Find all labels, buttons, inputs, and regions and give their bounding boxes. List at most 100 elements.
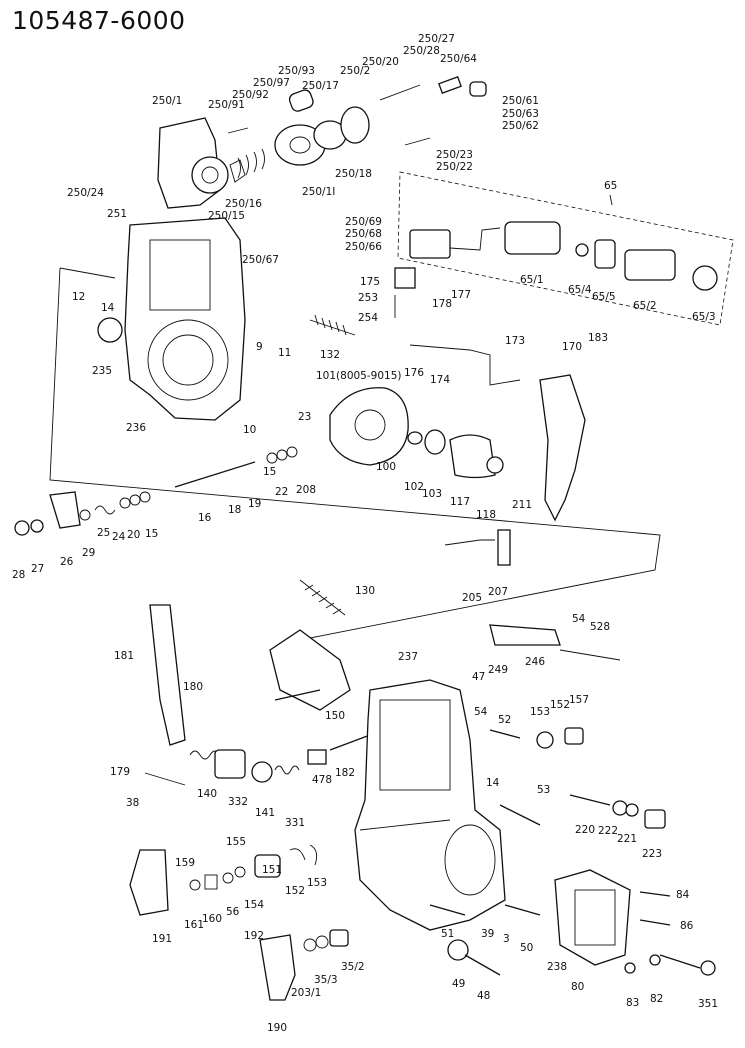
part-label-56: 56 <box>226 906 240 918</box>
part-label-26: 26 <box>60 556 74 568</box>
part-label-332: 332 <box>228 796 248 808</box>
part-label-10: 10 <box>243 424 256 436</box>
part-label-223: 223 <box>642 848 662 860</box>
cam-plate <box>329 387 409 466</box>
part-label-191: 191 <box>152 933 172 945</box>
part-label-182: 182 <box>335 767 355 779</box>
part-label-250-68: 250/68 <box>345 228 382 240</box>
part-label-236: 236 <box>126 422 146 434</box>
part-label-250-64: 250/64 <box>440 53 477 65</box>
part-label-170: 170 <box>562 341 582 353</box>
part-label-250-93: 250/93 <box>278 65 315 77</box>
part-label-250-91: 250/91 <box>208 99 245 111</box>
part-label-153a: 153 <box>530 706 550 718</box>
part-label-250-17: 250/17 <box>302 80 339 92</box>
part-label-250-67: 250/67 <box>242 254 279 266</box>
part-label-80: 80 <box>571 981 584 993</box>
part-label-250-1: 250/1 <box>152 95 182 107</box>
part-label-118: 118 <box>476 509 496 521</box>
part-label-190: 190 <box>267 1022 287 1034</box>
part-label-250-20: 250/20 <box>362 56 399 68</box>
part-label-175: 175 <box>360 276 380 288</box>
governor-housing <box>354 679 506 931</box>
part-label-351: 351 <box>698 998 718 1010</box>
part-label-250-18: 250/18 <box>335 168 372 180</box>
part-label-250-92: 250/92 <box>232 89 269 101</box>
part-label-211: 211 <box>512 499 532 511</box>
part-label-35-2: 35/2 <box>341 961 365 973</box>
part-label-250-27: 250/27 <box>418 33 455 45</box>
part-label-151: 151 <box>262 864 282 876</box>
part-label-250-11: 250/1I <box>302 186 335 198</box>
part-label-27: 27 <box>31 563 44 575</box>
part-label-54b: 54 <box>474 706 488 718</box>
part-label-20: 20 <box>127 529 140 541</box>
part-label-152b: 152 <box>285 885 305 897</box>
part-label-48: 48 <box>477 990 490 1002</box>
part-label-24: 24 <box>112 531 126 543</box>
part-label-222: 222 <box>598 825 618 837</box>
part-label-250-66: 250/66 <box>345 241 382 253</box>
part-label-250-2: 250/2 <box>340 65 370 77</box>
part-label-250-23: 250/23 <box>436 149 473 161</box>
part-label-221: 221 <box>617 833 637 845</box>
part-label-153b: 153 <box>307 877 327 889</box>
part-label-238: 238 <box>547 961 567 973</box>
part-label-11: 11 <box>278 347 291 359</box>
lower-assembly-art <box>129 579 716 1001</box>
part-label-65: 65 <box>604 180 617 192</box>
part-label-176: 176 <box>404 367 424 379</box>
part-label-192: 192 <box>244 930 264 942</box>
part-label-203-1: 203/1 <box>291 987 321 999</box>
part-label-254: 254 <box>358 312 378 324</box>
part-label-39: 39 <box>481 928 494 940</box>
part-label-250-61: 250/61 <box>502 95 539 107</box>
part-label-181: 181 <box>114 650 134 662</box>
part-label-25: 25 <box>97 527 110 539</box>
part-label-141: 141 <box>255 807 275 819</box>
part-label-161: 161 <box>184 919 204 931</box>
part-label-528: 528 <box>590 621 610 633</box>
part-label-117: 117 <box>450 496 470 508</box>
part-label-65-1: 65/1 <box>520 274 544 286</box>
pump-housing <box>124 217 246 421</box>
part-label-235: 235 <box>92 365 112 377</box>
part-label-478: 478 <box>312 774 332 786</box>
part-label-19: 19 <box>248 498 261 510</box>
part-label-250-22: 250/22 <box>436 161 473 173</box>
part-label-3: 3 <box>503 933 510 945</box>
part-label-157: 157 <box>569 694 589 706</box>
part-label-250-62: 250/62 <box>502 120 539 132</box>
part-label-250-28: 250/28 <box>403 45 440 57</box>
part-label-35-3: 35/3 <box>314 974 338 986</box>
part-label-9: 9 <box>256 341 263 353</box>
lever-181 <box>149 604 186 746</box>
part-label-23: 23 <box>298 411 311 423</box>
part-label-132: 132 <box>320 349 340 361</box>
part-label-50: 50 <box>520 942 533 954</box>
part-label-65-5: 65/5 <box>592 291 616 303</box>
part-label-178: 178 <box>432 298 452 310</box>
part-label-15a: 15 <box>263 466 276 478</box>
part-label-250-97: 250/97 <box>253 77 290 89</box>
part-label-86: 86 <box>680 920 694 932</box>
part-label-38: 38 <box>126 797 139 809</box>
diagram-title: 105487-6000 <box>12 6 186 35</box>
part-label-103: 103 <box>422 488 442 500</box>
part-label-331: 331 <box>285 817 305 829</box>
part-label-253: 253 <box>358 292 378 304</box>
part-label-47: 47 <box>472 671 485 683</box>
cover-80 <box>554 869 631 966</box>
part-label-205: 205 <box>462 592 482 604</box>
part-label-237: 237 <box>398 651 418 663</box>
part-label-102: 102 <box>404 481 424 493</box>
part-label-29: 29 <box>82 547 95 559</box>
part-label-251: 251 <box>107 208 127 220</box>
part-label-65-4: 65/4 <box>568 284 592 296</box>
part-label-250-16: 250/16 <box>225 198 262 210</box>
part-label-154: 154 <box>244 899 264 911</box>
part-label-28: 28 <box>12 569 25 581</box>
part-label-207: 207 <box>488 586 508 598</box>
part-label-101: 101(8005-9015) <box>316 370 401 382</box>
